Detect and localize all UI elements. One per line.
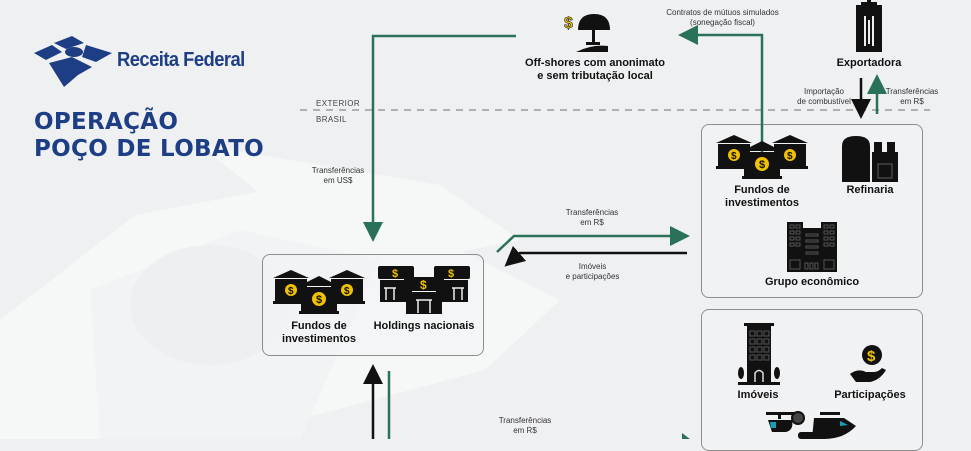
receita-federal-logo-icon: [34, 36, 112, 87]
svg-text:$: $: [867, 348, 876, 365]
svg-text:$: $: [731, 151, 737, 162]
svg-text:$: $: [448, 268, 454, 280]
flow-label-mutuos: Contratos de mútuos simulados (sonegação…: [660, 8, 785, 28]
beach-umbrella-dollar-icon: $: [564, 14, 610, 52]
flow-label-line: Transferências: [565, 208, 619, 217]
node-refinaria-label: Refinaria: [846, 184, 894, 196]
node-label-line: e sem tributação local: [537, 70, 653, 82]
node-participacoes-label: Participações: [834, 389, 906, 401]
svg-text:$: $: [564, 15, 573, 32]
flow-label-line: em R$: [900, 97, 924, 106]
flow-label-line: Transferências: [311, 166, 365, 175]
holdings-dollar-icon: $ $ $: [378, 266, 470, 314]
svg-text:$: $: [787, 151, 793, 162]
flow-label-line: de combustível: [797, 97, 851, 106]
flow-label-line: em US$: [323, 176, 353, 185]
svg-text:$: $: [420, 278, 427, 292]
helicopter-car-boat-icon: [766, 411, 856, 439]
svg-text:$: $: [392, 268, 398, 280]
node-fundos-nacional-label: Fundos de investimentos: [273, 320, 365, 346]
arrow-transfer-mid: [496, 226, 690, 253]
flow-label-line: Importação: [803, 87, 845, 96]
zone-label-exterior: EXTERIOR: [316, 99, 361, 108]
skyscraper-icon: [856, 0, 882, 52]
flow-label-line: e participações: [565, 272, 620, 281]
node-holdings-label: Holdings nacionais: [373, 320, 475, 332]
office-building-icon: [787, 222, 837, 272]
hand-dollar-icon: $: [850, 345, 886, 382]
node-label-line: Fundos de: [291, 320, 347, 332]
svg-text:$: $: [759, 159, 765, 171]
flow-label-transf-export: Transferências em R$: [882, 87, 942, 107]
banks-dollar-icon: $ $ $: [716, 135, 808, 179]
assets-box: [701, 309, 923, 451]
page-title-line1: OPERAÇÃO: [34, 109, 179, 135]
refinery-icon: [842, 136, 898, 182]
svg-text:$: $: [344, 286, 350, 297]
svg-text:$: $: [288, 286, 294, 297]
node-offshore-label: Off-shores com anonimato e sem tributaçã…: [510, 57, 680, 83]
node-label-line: Off-shores com anonimato: [525, 57, 665, 69]
node-fundos-exterior-label: Fundos de investimentos: [716, 184, 808, 210]
zone-label-brasil: BRASIL: [316, 115, 347, 124]
node-label-line: investimentos: [725, 197, 799, 209]
flow-label-line: (sonegação fiscal): [690, 18, 755, 27]
node-label-line: investimentos: [282, 333, 356, 345]
arrow-imoveis-participacoes: [504, 245, 687, 267]
flow-label-imoveis-participacoes: Imóveis e participações: [555, 262, 630, 282]
logo-text: Receita Federal: [117, 49, 245, 71]
node-imoveis-label: Imóveis: [737, 389, 779, 401]
flow-label-transf-bottom: Transferências em R$: [493, 416, 557, 436]
node-grupo-economico-label: Grupo econômico: [764, 276, 860, 288]
flow-label-transf-usd: Transferências em US$: [306, 166, 370, 186]
arrow-transfer-bottom-head: [682, 433, 690, 439]
flow-label-line: Transferências: [498, 416, 552, 425]
banks-dollar-icon: $ $ $: [273, 270, 365, 314]
flow-label-line: em R$: [580, 218, 604, 227]
node-label-line: Fundos de: [734, 184, 790, 196]
border-divider-dashed: [300, 109, 930, 111]
flow-label-line: Imóveis: [578, 262, 607, 271]
flow-label-line: em R$: [513, 426, 537, 435]
svg-text:$: $: [316, 294, 322, 306]
flow-label-line: Contratos de mútuos simulados: [666, 8, 779, 17]
flow-label-importacao: Importação de combustível: [793, 87, 855, 107]
apartment-building-icon: [738, 323, 780, 385]
node-exportadora-label: Exportadora: [836, 57, 902, 69]
flow-label-line: Transferências: [885, 87, 939, 96]
page-title-line2: POÇO DE LOBATO: [34, 136, 265, 162]
arrow-transfer-usd: [363, 34, 516, 242]
flow-label-transf-mid: Transferências em R$: [560, 208, 624, 228]
